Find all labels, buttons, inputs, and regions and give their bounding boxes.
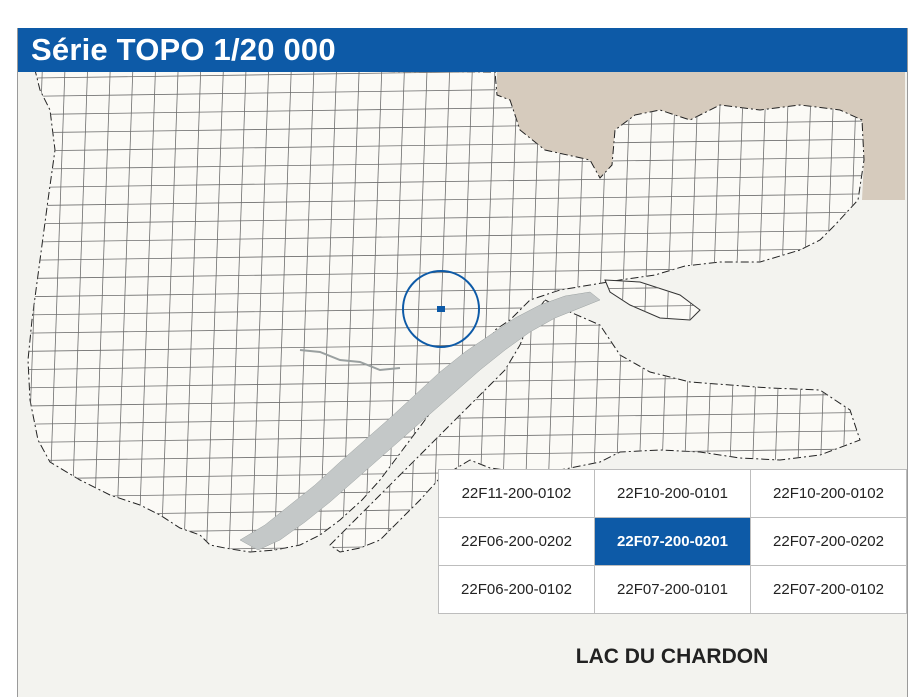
- grid-line-horizontal: [28, 70, 864, 79]
- st-lawrence-river: [239, 291, 601, 551]
- land-area: [27, 69, 865, 553]
- grid-line-vertical: [137, 70, 157, 552]
- grid-line-vertical: [228, 70, 247, 552]
- sheet-cell[interactable]: 22F10-200-0101: [594, 469, 751, 518]
- sheet-name: LAC DU CHARDON: [575, 645, 769, 668]
- sheet-cell[interactable]: 22F07-200-0202: [750, 517, 907, 566]
- grid-line-vertical: [205, 70, 225, 552]
- sheet-cell[interactable]: 22F07-200-0102: [750, 565, 907, 614]
- sheet-cell[interactable]: 22F06-200-0102: [438, 565, 595, 614]
- grid-line-vertical: [182, 70, 202, 552]
- grid-line-vertical: [273, 70, 292, 552]
- selected-sheet-marker[interactable]: [437, 306, 445, 312]
- grid-line-horizontal: [28, 120, 864, 134]
- adjacent-sheets-grid: 22F11-200-0102 22F10-200-0101 22F10-200-…: [438, 469, 907, 614]
- grid-line-horizontal: [28, 138, 864, 152]
- frame-border-right: [907, 28, 908, 697]
- grid-line-vertical: [114, 70, 134, 552]
- grid-line-horizontal: [28, 211, 864, 225]
- grid-line-horizontal: [28, 448, 864, 462]
- grid-line-horizontal: [28, 156, 864, 170]
- grid-line-vertical: [363, 70, 383, 552]
- sheet-grid-row: 22F11-200-0102 22F10-200-0101 22F10-200-…: [438, 469, 907, 518]
- sheet-cell[interactable]: 22F06-200-0202: [438, 517, 595, 566]
- sheet-cell[interactable]: 22F10-200-0102: [750, 469, 907, 518]
- grid-line-vertical: [295, 70, 315, 552]
- grid-line-vertical: [409, 70, 428, 552]
- sheet-cell[interactable]: 22F11-200-0102: [438, 469, 595, 518]
- sheet-grid-row: 22F06-200-0202 22F07-200-0201 22F07-200-…: [438, 517, 907, 566]
- grid-line-horizontal: [28, 175, 864, 188]
- sheet-grid-row: 22F06-200-0102 22F07-200-0101 22F07-200-…: [438, 565, 907, 614]
- gaspe-land-area: [329, 299, 861, 553]
- grid-line-horizontal: [28, 229, 864, 243]
- island-area: [604, 279, 701, 321]
- grid-line-horizontal: [28, 193, 864, 207]
- grid-line-vertical: [250, 70, 270, 552]
- title-bar: Série TOPO 1/20 000: [17, 28, 908, 72]
- grid-line-vertical: [160, 70, 179, 552]
- sheet-cell-selected[interactable]: 22F07-200-0201: [594, 517, 751, 566]
- grid-line-horizontal: [28, 247, 864, 261]
- frame-border-left: [17, 28, 18, 697]
- page-title: Série TOPO 1/20 000: [31, 32, 336, 67]
- sheet-cell[interactable]: 22F07-200-0101: [594, 565, 751, 614]
- grid-line-vertical: [92, 70, 111, 552]
- locator-circle: [402, 270, 480, 348]
- river-tributary: [299, 349, 401, 372]
- foreign-land-area: [497, 72, 905, 200]
- grid-line-horizontal: [28, 430, 864, 443]
